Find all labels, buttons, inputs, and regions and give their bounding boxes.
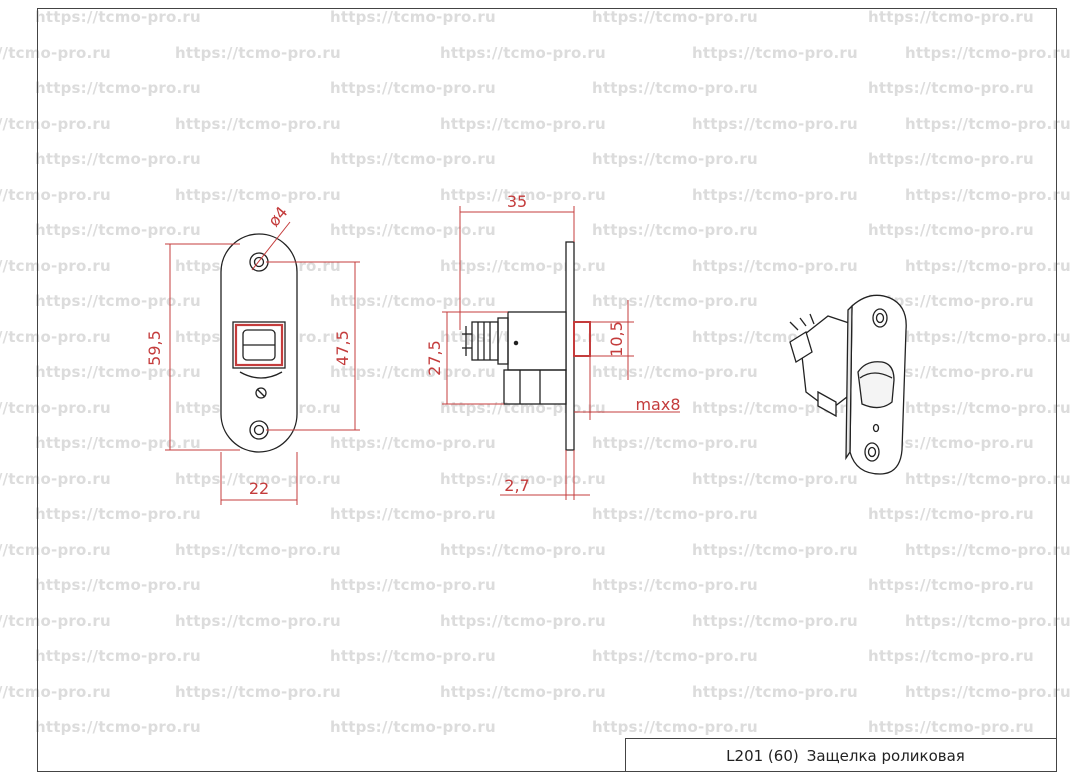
dim-total-height: 59,5 <box>145 330 164 366</box>
dim-hole-spacing: 47,5 <box>333 330 352 366</box>
dim-width: 22 <box>249 479 269 498</box>
dim-roller-height: 10,5 <box>607 321 626 357</box>
isometric-view <box>789 294 907 475</box>
dim-depth: 35 <box>507 192 527 211</box>
front-view <box>165 221 360 505</box>
dim-body-height: 27,5 <box>425 340 444 376</box>
product-name: Защелка роликовая <box>806 746 965 765</box>
product-code: L201 (60) <box>726 746 799 765</box>
side-view <box>442 206 680 500</box>
drawing-frame <box>37 8 1057 772</box>
dim-protrusion: max8 <box>635 395 680 414</box>
dim-plate-thickness: 2,7 <box>504 476 529 495</box>
title-block: L201 (60) Защелка роликовая <box>625 738 1057 772</box>
